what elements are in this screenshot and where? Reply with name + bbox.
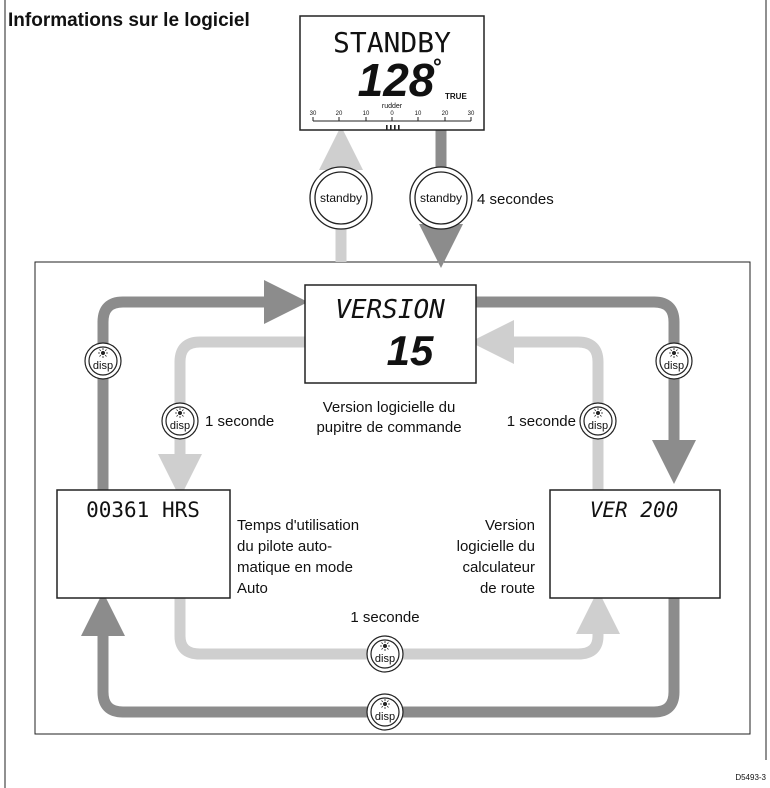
standby-degree-symbol: ° (433, 54, 442, 79)
version-display: VERSION 15 (304, 284, 477, 384)
disp-button-bottom-inner[interactable]: disp (366, 635, 404, 673)
figure-id: D5493-3 (735, 773, 766, 782)
hours-caption-line: du pilote auto- (237, 538, 332, 555)
ver-display: VER 200 (549, 489, 721, 599)
version-caption-line: pupitre de commande (316, 419, 461, 436)
scale-tick-label: 30 (310, 111, 317, 117)
standby-mode-text: STANDBY (333, 26, 451, 59)
scale-tick-label: 20 (442, 111, 449, 117)
disp-label: disp (93, 360, 113, 372)
scale-tick-label: 30 (468, 111, 475, 117)
rudder-label: rudder (382, 103, 403, 110)
loop-arrow-version-to-ver (476, 296, 696, 484)
sun-icon (593, 408, 603, 418)
disp-label: disp (375, 653, 395, 665)
hours-caption-line: Temps d'utilisation (237, 517, 359, 534)
version-caption-line: Version logicielle du (323, 399, 456, 416)
disp-label: disp (170, 420, 190, 432)
ver-caption-line: Version (485, 517, 535, 534)
scale-tick-label: 10 (363, 111, 370, 117)
page-title: Informations sur le logiciel (8, 10, 250, 31)
hours-caption-line: matique en mode (237, 559, 353, 576)
version-display-line1: VERSION (335, 295, 445, 325)
one-second-label-right: 1 seconde (507, 413, 576, 430)
sun-icon (98, 348, 108, 358)
sun-icon (380, 641, 390, 651)
sun-icon (380, 699, 390, 709)
ver-caption-line: logicielle du (457, 538, 535, 555)
disp-button-outer-left[interactable]: disp (84, 342, 122, 380)
scale-tick-label: 10 (415, 111, 422, 117)
disp-button-inner-right[interactable]: disp (579, 402, 617, 440)
one-second-label-left: 1 seconde (205, 413, 274, 430)
disp-button-bottom-outer[interactable]: disp (366, 693, 404, 731)
disp-button-outer-right[interactable]: disp (655, 342, 693, 380)
standby-button-label: standby (420, 191, 462, 205)
inner-arrow-version-to-hours (158, 336, 305, 498)
standby-button-left[interactable]: standby (309, 166, 373, 230)
standby-button-label: standby (320, 191, 362, 205)
ver-caption-line: calculateur (462, 559, 535, 576)
ver-caption-line: de route (480, 580, 535, 597)
disp-label: disp (375, 711, 395, 723)
standby-display: STANDBY 128 ° TRUE rudder 30 20 10 0 10 … (299, 15, 485, 131)
rudder-bar-indicator (386, 125, 400, 130)
true-label: TRUE (445, 92, 467, 101)
version-display-line2: 15 (387, 327, 434, 374)
hours-display-text: 00361 HRS (86, 498, 200, 522)
loop-arrow-hours-to-version (97, 280, 308, 490)
standby-hold-duration: 4 secondes (477, 191, 554, 208)
inner-frame (34, 261, 751, 735)
sun-icon (175, 408, 185, 418)
scale-tick-label: 20 (336, 111, 343, 117)
sun-icon (669, 348, 679, 358)
one-second-label-bottom: 1 seconde (350, 609, 419, 626)
standby-heading-value: 128 (358, 54, 435, 106)
inner-arrow-ver-to-version (470, 320, 604, 490)
hours-display: 00361 HRS (56, 489, 231, 599)
disp-label: disp (664, 360, 684, 372)
disp-label: disp (588, 420, 608, 432)
rudder-scale-ticks (312, 117, 472, 121)
standby-button-right[interactable]: standby (409, 166, 473, 230)
disp-button-inner-left[interactable]: disp (161, 402, 199, 440)
ver-display-text: VER 200 (590, 498, 679, 522)
hours-caption-line: Auto (237, 580, 268, 597)
scale-tick-label: 0 (390, 111, 394, 117)
